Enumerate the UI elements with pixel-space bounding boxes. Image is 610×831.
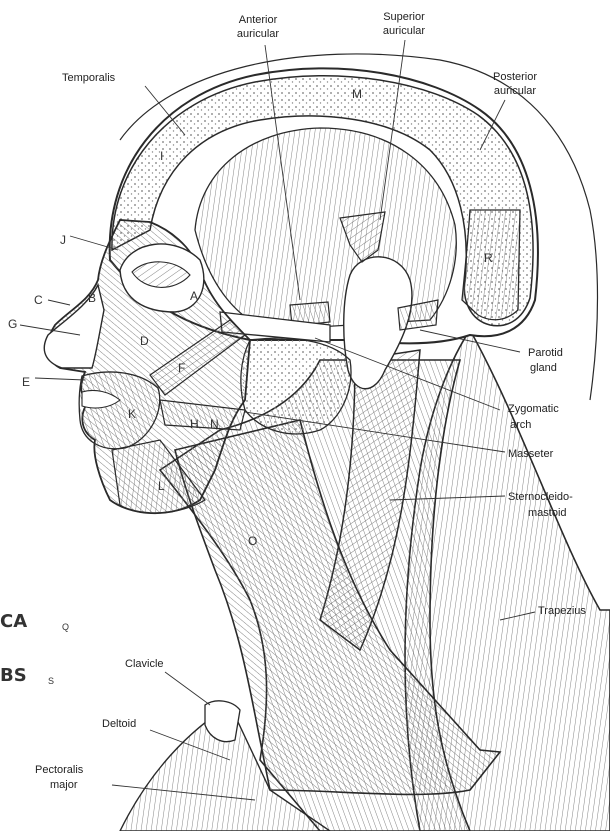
label-sternocleido-1: Sternocleido- bbox=[508, 491, 573, 503]
marker-J: J bbox=[60, 233, 66, 247]
marker-L: L bbox=[158, 479, 165, 493]
label-zygomatic-1: Zygomatic bbox=[508, 403, 559, 415]
marker-G: G bbox=[8, 317, 17, 331]
label-superior-auricular-2: auricular bbox=[383, 25, 426, 37]
marker-M: M bbox=[352, 87, 362, 101]
label-parotid-2: gland bbox=[530, 362, 557, 374]
label-posterior-auricular-2: auricular bbox=[494, 85, 537, 97]
marker-B: B bbox=[88, 291, 96, 305]
label-anterior-auricular-1: Anterior bbox=[239, 14, 278, 26]
marker-R: R bbox=[484, 251, 493, 265]
marker-O: O bbox=[248, 534, 257, 548]
label-sternocleido-2: mastoid bbox=[528, 507, 567, 519]
side-mark-bs-sub: S bbox=[48, 676, 54, 686]
label-pectoralis-2: major bbox=[50, 779, 78, 791]
marker-D: D bbox=[140, 334, 149, 348]
label-deltoid: Deltoid bbox=[102, 718, 136, 730]
label-anterior-auricular-2: auricular bbox=[237, 28, 280, 40]
marker-A: A bbox=[190, 289, 198, 303]
side-mark-bs: BS bbox=[0, 665, 27, 686]
label-parotid-1: Parotid bbox=[528, 347, 563, 359]
label-zygomatic-2: arch bbox=[510, 419, 531, 431]
marker-E: E bbox=[22, 375, 30, 389]
marker-H: H bbox=[190, 417, 199, 431]
label-trapezius: Trapezius bbox=[538, 605, 586, 617]
side-mark-ca-sub: Q bbox=[62, 622, 69, 632]
marker-K: K bbox=[128, 407, 136, 421]
label-superior-auricular-1: Superior bbox=[383, 11, 425, 23]
label-posterior-auricular-1: Posterior bbox=[493, 71, 537, 83]
label-masseter: Masseter bbox=[508, 448, 554, 460]
label-pectoralis-1: Pectoralis bbox=[35, 764, 84, 776]
marker-N: N bbox=[210, 417, 219, 431]
marker-C: C bbox=[34, 293, 43, 307]
marker-I: I bbox=[160, 149, 163, 163]
label-temporalis: Temporalis bbox=[62, 72, 116, 84]
label-clavicle: Clavicle bbox=[125, 658, 164, 670]
marker-F: F bbox=[178, 361, 185, 375]
side-mark-ca: CA bbox=[0, 611, 27, 632]
